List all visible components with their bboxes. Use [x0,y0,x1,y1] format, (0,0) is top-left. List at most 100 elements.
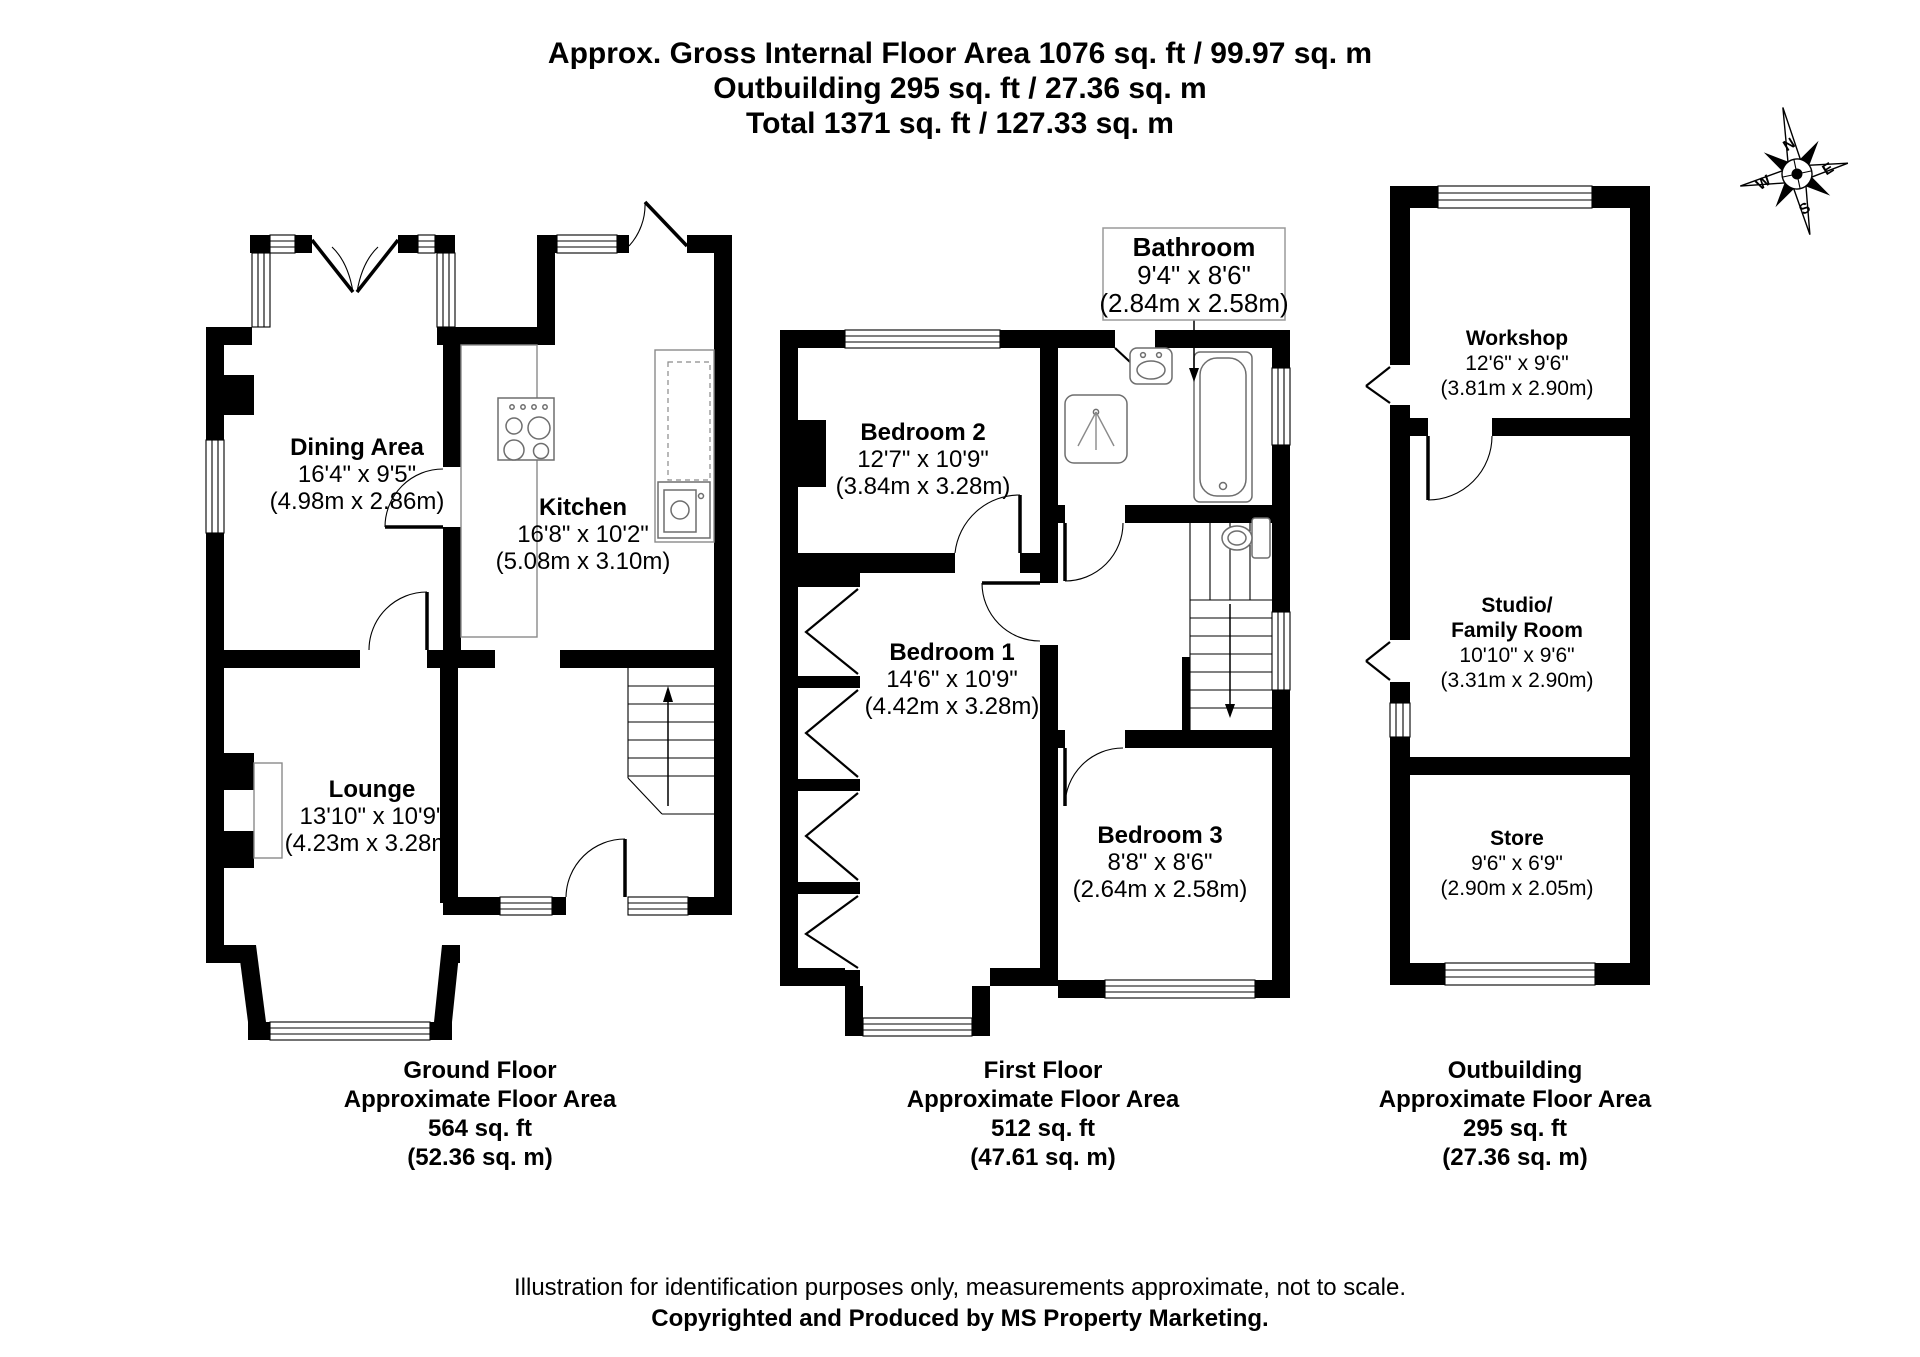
toilet-icon [1221,517,1271,559]
basin-icon [1129,347,1173,385]
room-dims-ft: 16'4" x 9'5" [298,461,416,488]
door [628,200,689,248]
workshop-external-door [1365,366,1391,404]
bedroom3-door [1063,747,1124,807]
bedroom2-label: Bedroom 2 12'7" x 10'9" (3.84m x 3.28m) [836,419,1011,500]
disclaimer-line-2: Copyrighted and Produced by MS Property … [651,1305,1269,1332]
compass-e-label: E [1819,159,1837,179]
floor-title: Ground Floor [403,1057,557,1084]
room-dims-m: (4.42m x 3.28m) [865,693,1040,720]
bay-window [269,1021,431,1041]
door [368,591,429,651]
room-name: Dining Area [290,434,424,461]
room-dims-m: (4.23m x 3.28m) [285,830,460,857]
window [1104,979,1256,999]
compass-rose-icon: N E S W [1740,107,1849,235]
window [1271,367,1291,446]
window [205,439,225,534]
room-dims-ft: 12'6" x 9'6" [1465,352,1569,375]
window [436,252,456,328]
bathroom-door [1063,522,1124,582]
room-dims-ft: 14'6" x 10'9" [886,666,1018,693]
window [1389,702,1411,738]
first-floor-plan: Bathroom 9'4" x 8'6" (2.84m x 2.58m) Bed… [780,227,1291,1037]
studio-label: Studio/ Family Room 10'10" x 9'6" (3.31m… [1441,594,1594,692]
room-dims-m: (5.08m x 3.10m) [496,548,671,575]
lounge-label: Lounge 13'10" x 10'9" (4.23m x 3.28m) [285,776,460,857]
room-name: Bathroom [1133,232,1256,262]
hob-icon [497,397,555,461]
room-dims-ft: 13'10" x 10'9" [300,803,445,830]
window [417,234,436,254]
room-dims-m: (3.31m x 2.90m) [1441,669,1594,692]
disclaimer-line-1: Illustration for identification purposes… [513,1274,1406,1301]
ground-floor-windows [205,234,689,1041]
floor-area-ft: 512 sq. ft [990,1115,1096,1142]
kitchen-label: Kitchen 16'8" x 10'2" (5.08m x 3.10m) [496,494,671,575]
outbuilding-windows [1389,185,1596,986]
room-dims-m: (4.98m x 2.86m) [270,488,445,515]
window [627,896,689,916]
floor-subtitle: Approximate Floor Area [343,1086,617,1113]
workshop-label: Workshop 12'6" x 9'6" (3.81m x 2.90m) [1441,327,1594,400]
room-name: Bedroom 3 [1097,822,1222,849]
fireplace-hearth [253,762,283,859]
room-name: Bedroom 2 [860,419,985,446]
bay-side-wall-left [238,945,266,1022]
studio-internal-door [1426,435,1493,501]
room-dims-ft: 8'8" x 8'6" [1108,849,1213,876]
floor-title: First Floor [983,1057,1103,1084]
window [1271,611,1291,691]
ground-floor-doors [310,200,689,898]
floor-area-m: (52.36 sq. m) [407,1144,553,1171]
bay-side-wall-right [434,945,460,1022]
room-name: Kitchen [539,494,627,521]
ground-floor-area-summary: Ground Floor Approximate Floor Area 564 … [344,1056,617,1172]
entrance-door [565,838,627,898]
page-title: Approx. Gross Internal Floor Area 1076 s… [0,36,1920,141]
disclaimer: Illustration for identification purposes… [0,1272,1920,1334]
french-doors [310,238,400,294]
room-dims-ft: 9'6" x 6'9" [1471,852,1563,875]
room-dims-m: (2.90m x 2.05m) [1441,877,1594,900]
room-dims-ft: 10'10" x 9'6" [1459,644,1574,667]
compass-s-label: S [1796,199,1814,219]
bay-window [862,1017,973,1037]
bed1-label: Bedroom 1 14'6" x 10'9" (4.42m x 3.28m) [865,639,1040,720]
first-floor-area-summary: First Floor Approximate Floor Area 512 s… [907,1056,1180,1172]
room-name: Bedroom 1 [889,639,1014,666]
door [384,468,444,529]
outbuilding-plan: Workshop 12'6" x 9'6" (3.81m x 2.90m) St… [1365,185,1650,986]
outbuilding-area-summary: Outbuilding Approximate Floor Area 295 s… [1379,1056,1652,1172]
room-dims-m: (2.64m x 2.58m) [1073,876,1248,903]
room-name: Workshop [1466,327,1568,350]
bath-icon [1193,351,1253,503]
floor-title: Outbuilding [1447,1057,1583,1084]
room-dims-ft: 16'8" x 10'2" [517,521,649,548]
compass-star: N E S W [1740,107,1849,235]
header-line-2: Outbuilding 295 sq. ft / 27.36 sq. m [713,72,1207,105]
sink-icon [657,481,711,539]
floor-area-ft: 564 sq. ft [427,1115,533,1142]
room-name-line2: Family Room [1451,619,1583,642]
room-dims-ft: 9'4" x 8'6" [1137,260,1251,290]
room-name: Store [1490,827,1544,850]
room-dims-ft: 12'7" x 10'9" [857,446,989,473]
shower-icon [1064,394,1128,464]
outbuilding-doors [1365,366,1493,681]
kitchen-counter [460,344,715,638]
window [556,234,618,254]
room-dims-m: (2.84m x 2.58m) [1099,288,1288,318]
dining-area-label: Dining Area 16'4" x 9'5" (4.98m x 2.86m) [270,434,445,515]
window [844,329,1001,349]
window [251,252,271,328]
studio-external-door [1365,641,1391,681]
window [1437,185,1593,209]
window [269,234,296,254]
floor-area-m: (47.61 sq. m) [970,1144,1116,1171]
room-dims-m: (3.84m x 3.28m) [836,473,1011,500]
window [1444,962,1596,986]
bed3-label: Bedroom 3 8'8" x 8'6" (2.64m x 2.58m) [1073,822,1248,903]
room-dims-m: (3.81m x 2.90m) [1441,377,1594,400]
header-line-1: Approx. Gross Internal Floor Area 1076 s… [547,37,1373,70]
